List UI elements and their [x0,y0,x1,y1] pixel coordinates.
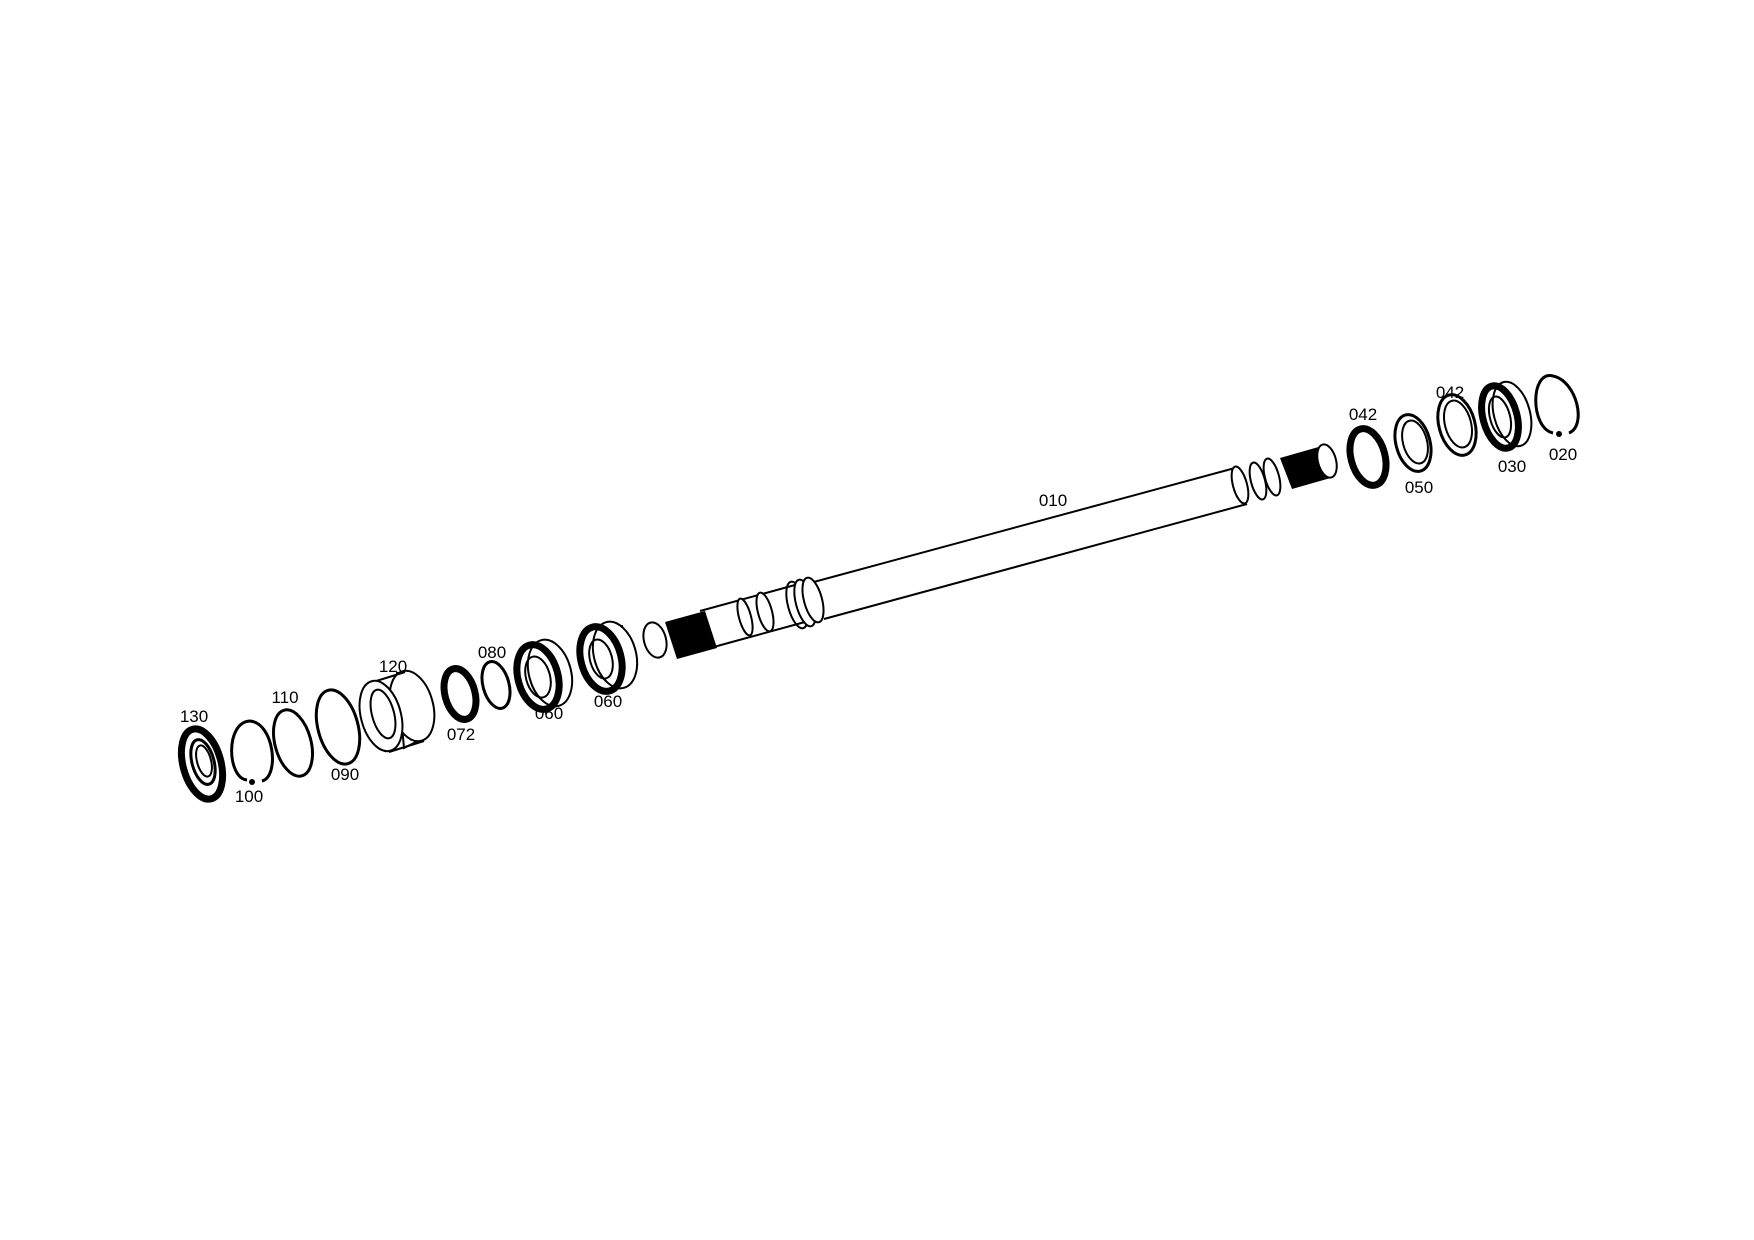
bearing-130 [177,725,227,803]
ring-042b [1436,393,1478,457]
bearing-030 [1478,380,1533,452]
seal-ring-072 [440,665,480,723]
label-072: 072 [447,725,475,744]
label-050: 050 [1405,478,1433,497]
label-020: 020 [1549,445,1577,464]
label-080: 080 [478,643,506,662]
ring-110 [272,708,314,778]
label-042a: 042 [1349,405,1377,424]
label-060a: 060 [535,704,563,723]
label-010: 010 [1039,491,1067,510]
label-030: 030 [1498,457,1526,476]
bearing-060b [576,620,639,695]
seal-ring-042a [1346,425,1390,489]
ring-090 [314,688,362,766]
label-042b: 042 [1436,383,1464,402]
label-110: 110 [271,688,298,707]
ring-050 [1393,413,1433,473]
label-090: 090 [331,765,359,784]
label-060b: 060 [594,692,622,711]
label-120: 120 [379,657,407,676]
ring-080 [480,660,512,710]
circlip-100 [230,719,274,785]
circlip-020 [1534,374,1580,437]
bearing-060a [513,638,574,713]
label-100: 100 [235,787,263,806]
sleeve-120 [358,669,436,753]
shaft-010 [642,443,1338,659]
label-130: 130 [180,707,208,726]
